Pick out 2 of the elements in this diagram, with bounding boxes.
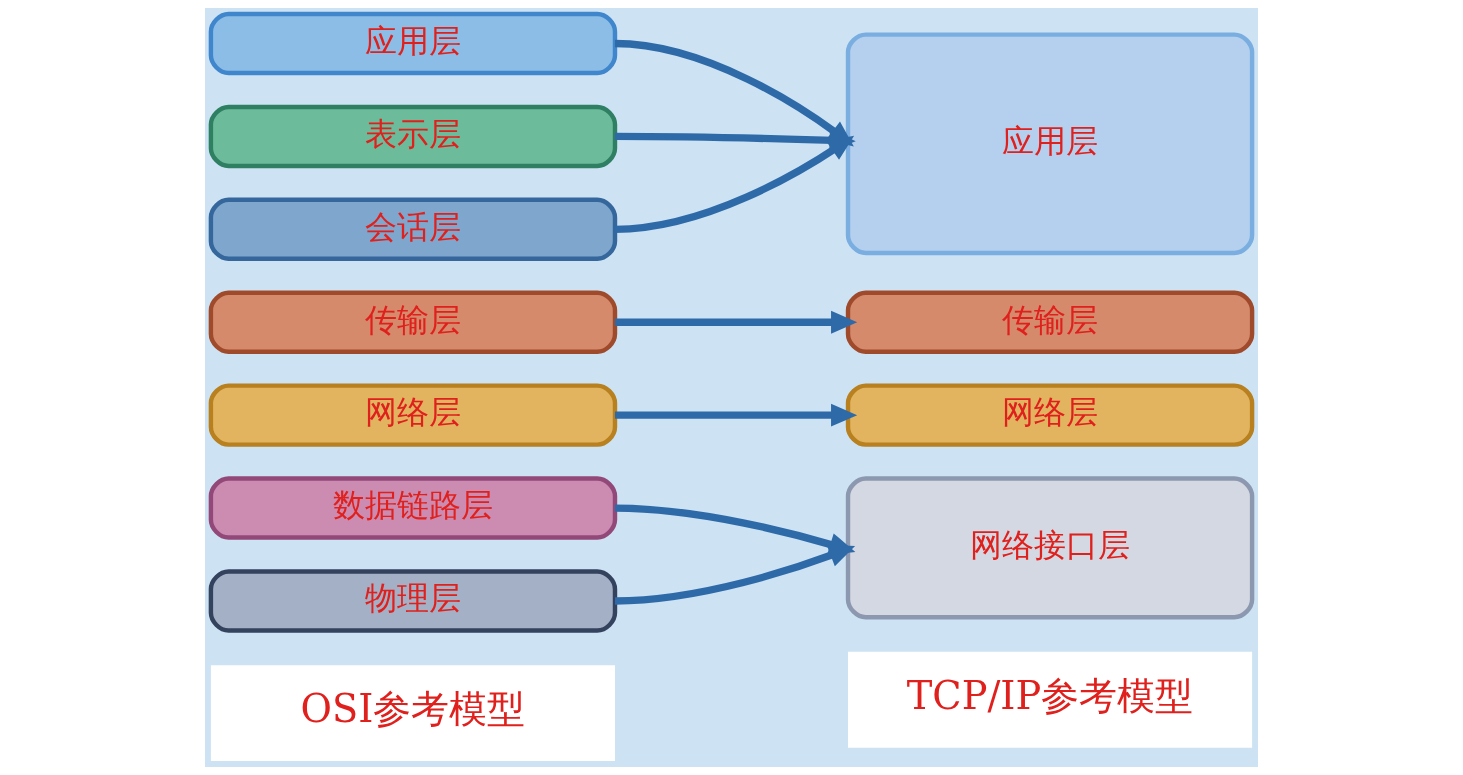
- label: TCP/IP参考模型: [906, 673, 1194, 719]
- label: OSI参考模型: [300, 686, 526, 732]
